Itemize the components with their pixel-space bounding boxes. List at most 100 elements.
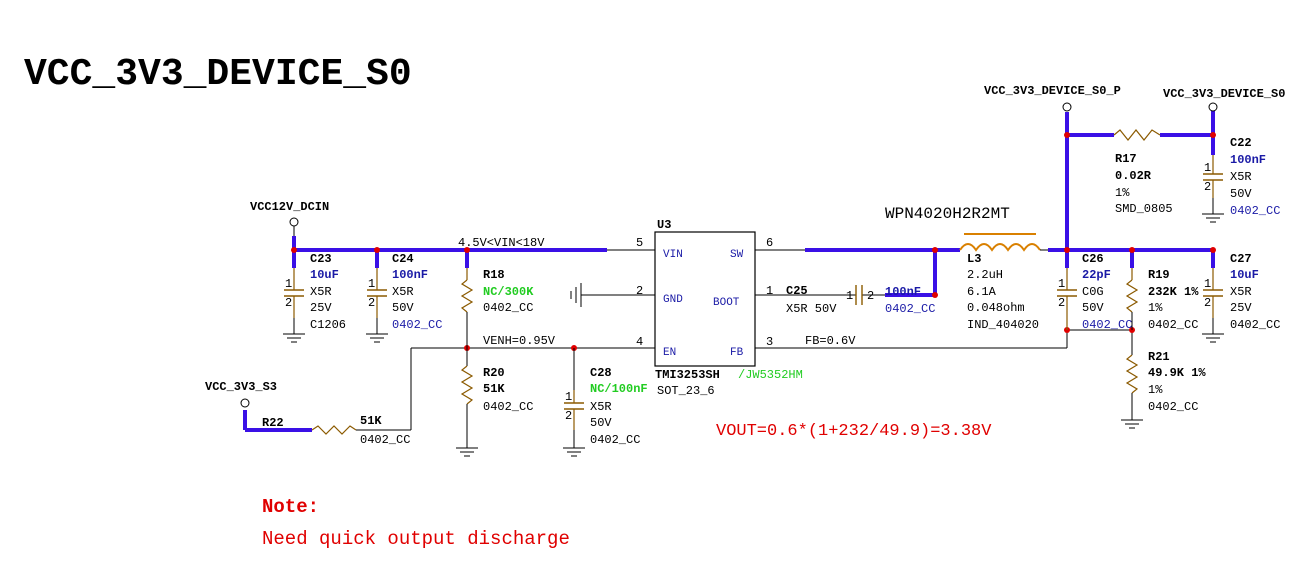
- svg-text:0402_CC: 0402_CC: [1148, 400, 1198, 414]
- r20-ref: R20: [483, 366, 505, 380]
- c28-value: NC/100nF: [590, 382, 648, 396]
- pin-num-sw: 6: [766, 236, 773, 250]
- svg-text:2: 2: [285, 296, 292, 310]
- res-r20: R20 51K 0402_CC: [456, 348, 533, 457]
- port-vcc-3v3-s3: VCC_3V3_S3: [205, 380, 277, 408]
- net-fb: FB=0.6V: [805, 334, 856, 348]
- pin-num-gnd: 2: [636, 284, 643, 298]
- svg-text:X5R: X5R: [310, 285, 332, 299]
- res-r21: R21 49.9K 1% 1% 0402_CC: [1121, 350, 1206, 429]
- r17-ref: R17: [1115, 152, 1137, 166]
- cap-c27: 1 2 C27 10uF X5R 25V 0402_CC: [1202, 252, 1280, 343]
- svg-text:25V: 25V: [310, 301, 332, 315]
- svg-text:0402_CC: 0402_CC: [483, 301, 533, 315]
- svg-text:2: 2: [368, 296, 375, 310]
- svg-text:1: 1: [565, 390, 572, 404]
- port-vcc12v-dcin: VCC12V_DCIN: [250, 200, 329, 236]
- svg-text:2: 2: [1204, 180, 1211, 194]
- svg-text:X5R: X5R: [1230, 285, 1252, 299]
- svg-text:1%: 1%: [1115, 186, 1130, 200]
- svg-text:0402_CC: 0402_CC: [360, 433, 410, 447]
- r21-value: 49.9K 1%: [1148, 366, 1206, 380]
- r19-value: 232K 1%: [1148, 285, 1199, 299]
- r22-ref: R22: [262, 416, 284, 430]
- pin-fb: FB: [730, 347, 744, 359]
- svg-text:1: 1: [1204, 161, 1211, 175]
- c23-value: 10uF: [310, 268, 339, 282]
- pin-en: EN: [663, 347, 676, 359]
- svg-text:1%: 1%: [1148, 301, 1163, 315]
- cap-c24: 1 2 C24 100nF X5R 50V 0402_CC: [366, 252, 442, 343]
- r18-ref: R18: [483, 268, 505, 282]
- cap-c25: C25 X5R 50V 1 2 100nF 0402_CC: [786, 284, 935, 316]
- c26-ref: C26: [1082, 252, 1104, 266]
- svg-text:50V: 50V: [392, 301, 414, 315]
- svg-text:0402_CC: 0402_CC: [1082, 318, 1132, 332]
- svg-text:C0G: C0G: [1082, 285, 1104, 299]
- cap-c26: 1 2 C26 22pF C0G 50V 0402_CC: [1057, 252, 1132, 332]
- svg-text:1: 1: [1058, 277, 1065, 291]
- port-label: VCC12V_DCIN: [250, 200, 329, 214]
- svg-text:0402_CC: 0402_CC: [1148, 318, 1198, 332]
- inductor-l3: WPN4020H2R2MT L3 2.2uH 6.1A 0.048ohm IND…: [885, 205, 1048, 332]
- ic-package: SOT_23_6: [657, 384, 715, 398]
- svg-text:1: 1: [1204, 277, 1211, 291]
- svg-text:0402_CC: 0402_CC: [590, 433, 640, 447]
- c28-ref: C28: [590, 366, 612, 380]
- r17-value: 0.02R: [1115, 169, 1152, 183]
- c27-ref: C27: [1230, 252, 1252, 266]
- pin-gnd: GND: [663, 294, 683, 306]
- svg-text:6.1A: 6.1A: [967, 285, 997, 299]
- svg-text:0402_CC: 0402_CC: [483, 400, 533, 414]
- c25-value: 100nF: [885, 285, 921, 299]
- svg-text:50V: 50V: [1082, 301, 1104, 315]
- svg-text:X5R: X5R: [392, 285, 414, 299]
- r18-value: NC/300K: [483, 285, 534, 299]
- svg-text:0402_CC: 0402_CC: [1230, 318, 1280, 332]
- l3-part: WPN4020H2R2MT: [885, 205, 1010, 223]
- svg-text:SMD_0805: SMD_0805: [1115, 202, 1173, 216]
- svg-text:IND_404020: IND_404020: [967, 318, 1039, 332]
- port-label: VCC_3V3_DEVICE_S0_P: [984, 84, 1121, 98]
- port-vcc-3v3-device-s0-p: VCC_3V3_DEVICE_S0_P: [984, 84, 1121, 112]
- r21-ref: R21: [1148, 350, 1170, 364]
- c24-value: 100nF: [392, 268, 428, 282]
- cap-c28: 1 2 C28 NC/100nF X5R 50V 0402_CC: [563, 348, 648, 457]
- c23-ref: C23: [310, 252, 332, 266]
- svg-text:1: 1: [368, 277, 375, 291]
- l3-ref: L3: [967, 252, 981, 266]
- ic-part: TMI3253SH: [655, 368, 720, 382]
- res-r22: R22 51K 0402_CC: [262, 414, 411, 447]
- pin-num-boot: 1: [766, 284, 773, 298]
- note-heading: Note:: [262, 496, 319, 518]
- res-r17: R17 0.02R 1% SMD_0805: [1113, 129, 1173, 216]
- ic-u3: U3 VIN 5 GND 2 EN 4 SW 6 BOOT 1 FB 3 TMI…: [636, 218, 803, 398]
- cap-c22: 1 2 C22 100nF X5R 50V 0402_CC: [1202, 136, 1280, 223]
- pin-num-vin: 5: [636, 236, 643, 250]
- port-vcc-3v3-device-s0: VCC_3V3_DEVICE_S0: [1163, 87, 1285, 112]
- r22-value: 51K: [360, 414, 382, 428]
- r19-ref: R19: [1148, 268, 1170, 282]
- sheet-title: VCC_3V3_DEVICE_S0: [24, 53, 412, 96]
- pin-boot: BOOT: [713, 297, 740, 309]
- pin-num-fb: 3: [766, 335, 773, 349]
- ground-u3-gnd: [570, 283, 582, 307]
- svg-text:2: 2: [565, 409, 572, 423]
- c22-ref: C22: [1230, 136, 1252, 150]
- port-label: VCC_3V3_S3: [205, 380, 277, 394]
- svg-text:1: 1: [846, 289, 853, 303]
- net-venh: VENH=0.95V: [483, 334, 556, 348]
- c27-value: 10uF: [1230, 268, 1259, 282]
- vout-formula: VOUT=0.6*(1+232/49.9)=3.38V: [716, 422, 992, 441]
- port-label: VCC_3V3_DEVICE_S0: [1163, 87, 1285, 101]
- pin-sw: SW: [730, 249, 744, 261]
- svg-text:50V: 50V: [590, 416, 612, 430]
- thin-wires: [410, 249, 1133, 430]
- svg-text:X5R: X5R: [1230, 170, 1252, 184]
- svg-text:1%: 1%: [1148, 383, 1163, 397]
- c25-ref: C25: [786, 284, 808, 298]
- svg-text:0402_CC: 0402_CC: [392, 318, 442, 332]
- svg-text:X5R: X5R: [590, 400, 612, 414]
- pin-vin: VIN: [663, 249, 683, 261]
- r20-value: 51K: [483, 382, 505, 396]
